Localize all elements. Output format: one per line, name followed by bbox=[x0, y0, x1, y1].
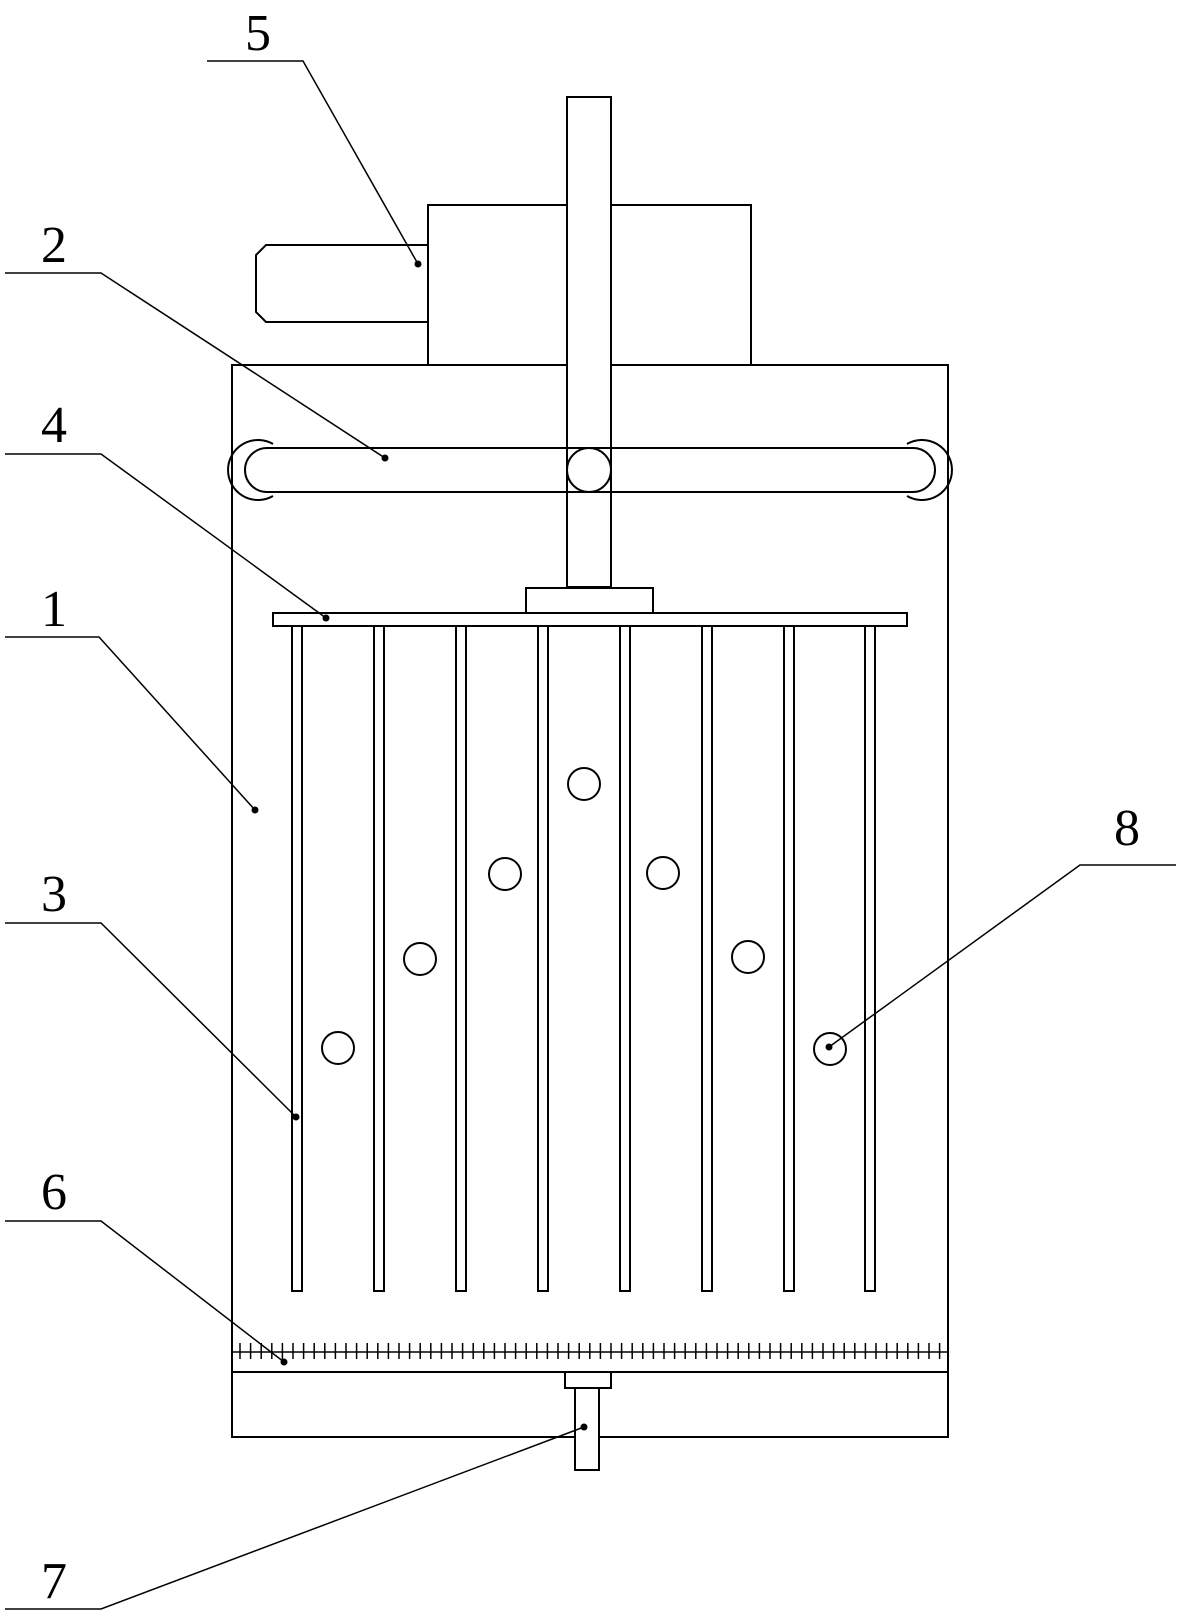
hole bbox=[321, 1031, 355, 1065]
leader-4 bbox=[5, 453, 327, 619]
leader-dot-6 bbox=[280, 1358, 288, 1366]
hole bbox=[646, 856, 680, 890]
belt-right-outer bbox=[906, 439, 953, 501]
rod bbox=[373, 625, 385, 1292]
callout-3: 3 bbox=[41, 866, 67, 923]
rod bbox=[291, 625, 303, 1292]
belt-left-outer bbox=[227, 439, 274, 501]
rod bbox=[701, 625, 713, 1292]
leader-dot-7 bbox=[580, 1423, 588, 1431]
belt-center-pulley bbox=[566, 447, 612, 493]
outlet-collar bbox=[564, 1371, 612, 1389]
holes-group bbox=[321, 767, 847, 1066]
leader-3 bbox=[5, 922, 297, 1118]
outlet-pipe bbox=[574, 1387, 600, 1471]
callout-4: 4 bbox=[41, 397, 67, 454]
callout-7: 7 bbox=[41, 1553, 67, 1610]
leader-5 bbox=[207, 60, 419, 265]
callout-6: 6 bbox=[41, 1164, 67, 1221]
hole bbox=[403, 942, 437, 976]
rod bbox=[537, 625, 549, 1292]
callout-1: 1 bbox=[41, 581, 67, 638]
rods-group bbox=[291, 625, 876, 1292]
leader-lines bbox=[5, 60, 1176, 1610]
leader-7 bbox=[5, 1426, 585, 1610]
drive-shaft bbox=[566, 96, 612, 588]
belt-left-end bbox=[244, 447, 268, 493]
hole bbox=[731, 940, 765, 974]
leader-dot-8 bbox=[825, 1043, 833, 1051]
top-plate bbox=[272, 612, 908, 627]
leader-dot-2 bbox=[381, 454, 389, 462]
rod bbox=[619, 625, 631, 1292]
callout-8: 8 bbox=[1114, 800, 1140, 857]
plate-hub bbox=[525, 587, 654, 614]
hole bbox=[488, 857, 522, 891]
belt-right-end bbox=[912, 447, 936, 493]
leader-dot-3 bbox=[292, 1113, 300, 1121]
motor-shaft bbox=[255, 244, 428, 323]
leader-dot-5 bbox=[414, 260, 422, 268]
callout-5: 5 bbox=[245, 5, 271, 62]
hole bbox=[813, 1032, 847, 1066]
hole bbox=[567, 767, 601, 801]
callout-2: 2 bbox=[41, 217, 67, 274]
leader-dot-4 bbox=[322, 614, 330, 622]
rod bbox=[455, 625, 467, 1292]
leader-8 bbox=[828, 864, 1176, 1048]
leader-1 bbox=[5, 636, 256, 811]
rod bbox=[783, 625, 795, 1292]
leader-2 bbox=[5, 272, 386, 459]
leader-6 bbox=[5, 1220, 285, 1363]
rack-teeth bbox=[239, 1343, 941, 1359]
rod bbox=[864, 625, 876, 1292]
leader-dot-1 bbox=[251, 806, 259, 814]
